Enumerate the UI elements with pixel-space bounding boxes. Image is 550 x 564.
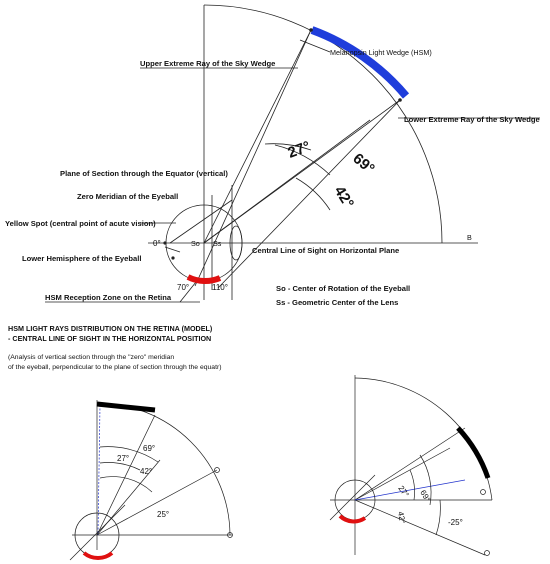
sl-arc-27	[99, 462, 141, 471]
sl-marker-b	[227, 532, 233, 538]
label-zero-meridian: Zero Meridian of the Eyeball	[77, 192, 178, 201]
sr-angle-27: 27°	[396, 484, 410, 499]
sl-marker	[214, 467, 220, 473]
sr-angle-69: 69°	[418, 489, 432, 504]
angle-69: 69°	[349, 150, 377, 178]
sl-arc-69	[99, 446, 159, 463]
sr-arc-69	[419, 454, 432, 506]
sr-arc-25	[435, 499, 441, 536]
label-yellow-spot: Yellow Spot (central point of acute visi…	[5, 219, 156, 228]
label-central-line: Central Line of Sight on Horizontal Plan…	[252, 246, 399, 255]
label-so-desc: So - Center of Rotation of the Eyeball	[276, 284, 410, 293]
marker-yellow-spot	[163, 241, 167, 245]
sl-angle-69: 69°	[143, 444, 155, 453]
lens	[229, 225, 243, 261]
arc-69	[274, 144, 331, 176]
label-point-b: B	[467, 233, 472, 242]
sr-arc-42	[409, 469, 415, 501]
sl-angle-25: 25°	[157, 510, 169, 519]
sr-ray-mid	[354, 447, 451, 501]
small-left-diagram	[69, 400, 233, 561]
lower-ray-retina	[217, 99, 401, 289]
sr-angle-42: 42°	[396, 511, 407, 524]
label-melanopsin: Melanopsin Light Wedge (HSM)	[330, 48, 432, 57]
marker-lower	[398, 98, 402, 102]
sl-blue-ray	[97, 404, 101, 536]
caption-line1: HSM LIGHT RAYS DISTRIBUTION ON THE RETIN…	[8, 324, 213, 333]
label-ss-desc: Ss - Geometric Center of the Lens	[276, 298, 398, 307]
upper-ray-retina	[194, 29, 312, 287]
sl-angle-27: 27°	[117, 454, 129, 463]
retina-reception-zone	[186, 274, 222, 285]
caption-line3: (Analysis of vertical section through th…	[8, 354, 174, 361]
sr-ray-upper	[354, 427, 466, 501]
melanopsin-wedge-band	[310, 26, 410, 99]
outer-arc	[203, 4, 443, 244]
main-diagram	[45, 4, 540, 303]
sl-ray-25	[96, 469, 218, 536]
sr-marker	[480, 489, 486, 495]
angle-110: 110°	[212, 283, 228, 292]
melanopsin-leader	[299, 39, 331, 53]
sr-black-band	[456, 426, 491, 479]
small-right-diagram	[329, 375, 493, 556]
caption-line2: - CENTRAL LINE OF SIGHT IN THE HORIZONTA…	[8, 334, 211, 343]
marker-lower-hemi	[171, 256, 175, 260]
label-so: So	[191, 239, 200, 248]
sr-angle-25: -25°	[448, 518, 463, 527]
label-upper-ray: Upper Extreme Ray of the Sky Wedge	[140, 59, 275, 68]
sl-arc-42	[99, 476, 153, 493]
reception-zone-pointer	[179, 281, 197, 303]
angle-0: 0°	[153, 239, 161, 248]
sl-red-zone	[82, 551, 114, 561]
angle-27: 27°	[286, 138, 313, 162]
lower-hemisphere-leader	[164, 246, 181, 253]
label-lower-hemisphere: Lower Hemisphere of the Eyeball	[22, 254, 141, 263]
sr-marker-b	[484, 550, 490, 556]
arc-42	[295, 177, 331, 211]
sr-red-zone	[338, 514, 367, 524]
marker-upper	[309, 28, 313, 32]
arc-27	[264, 143, 312, 151]
label-reception-zone: HSM Reception Zone on the Retina	[45, 293, 172, 302]
sl-aux	[69, 504, 126, 561]
label-equator-plane: Plane of Section through the Equator (ve…	[60, 169, 228, 178]
label-lower-ray: Lower Extreme Ray of the Sky Wedge	[404, 115, 540, 124]
angle-70: 70°	[177, 283, 189, 292]
sr-blue-ray	[354, 479, 466, 501]
sl-black-band	[96, 401, 156, 413]
sr-ray-minus25	[354, 499, 486, 556]
aux-line	[169, 199, 233, 244]
sl-angle-42: 42°	[140, 467, 152, 476]
angle-42: 42°	[331, 183, 357, 211]
mid-ray	[203, 119, 371, 244]
sr-arc	[354, 377, 493, 501]
label-ss: Ss	[213, 239, 222, 248]
caption-line4: of the eyeball, perpendicular to the pla…	[8, 364, 222, 371]
sr-aux	[329, 474, 376, 521]
